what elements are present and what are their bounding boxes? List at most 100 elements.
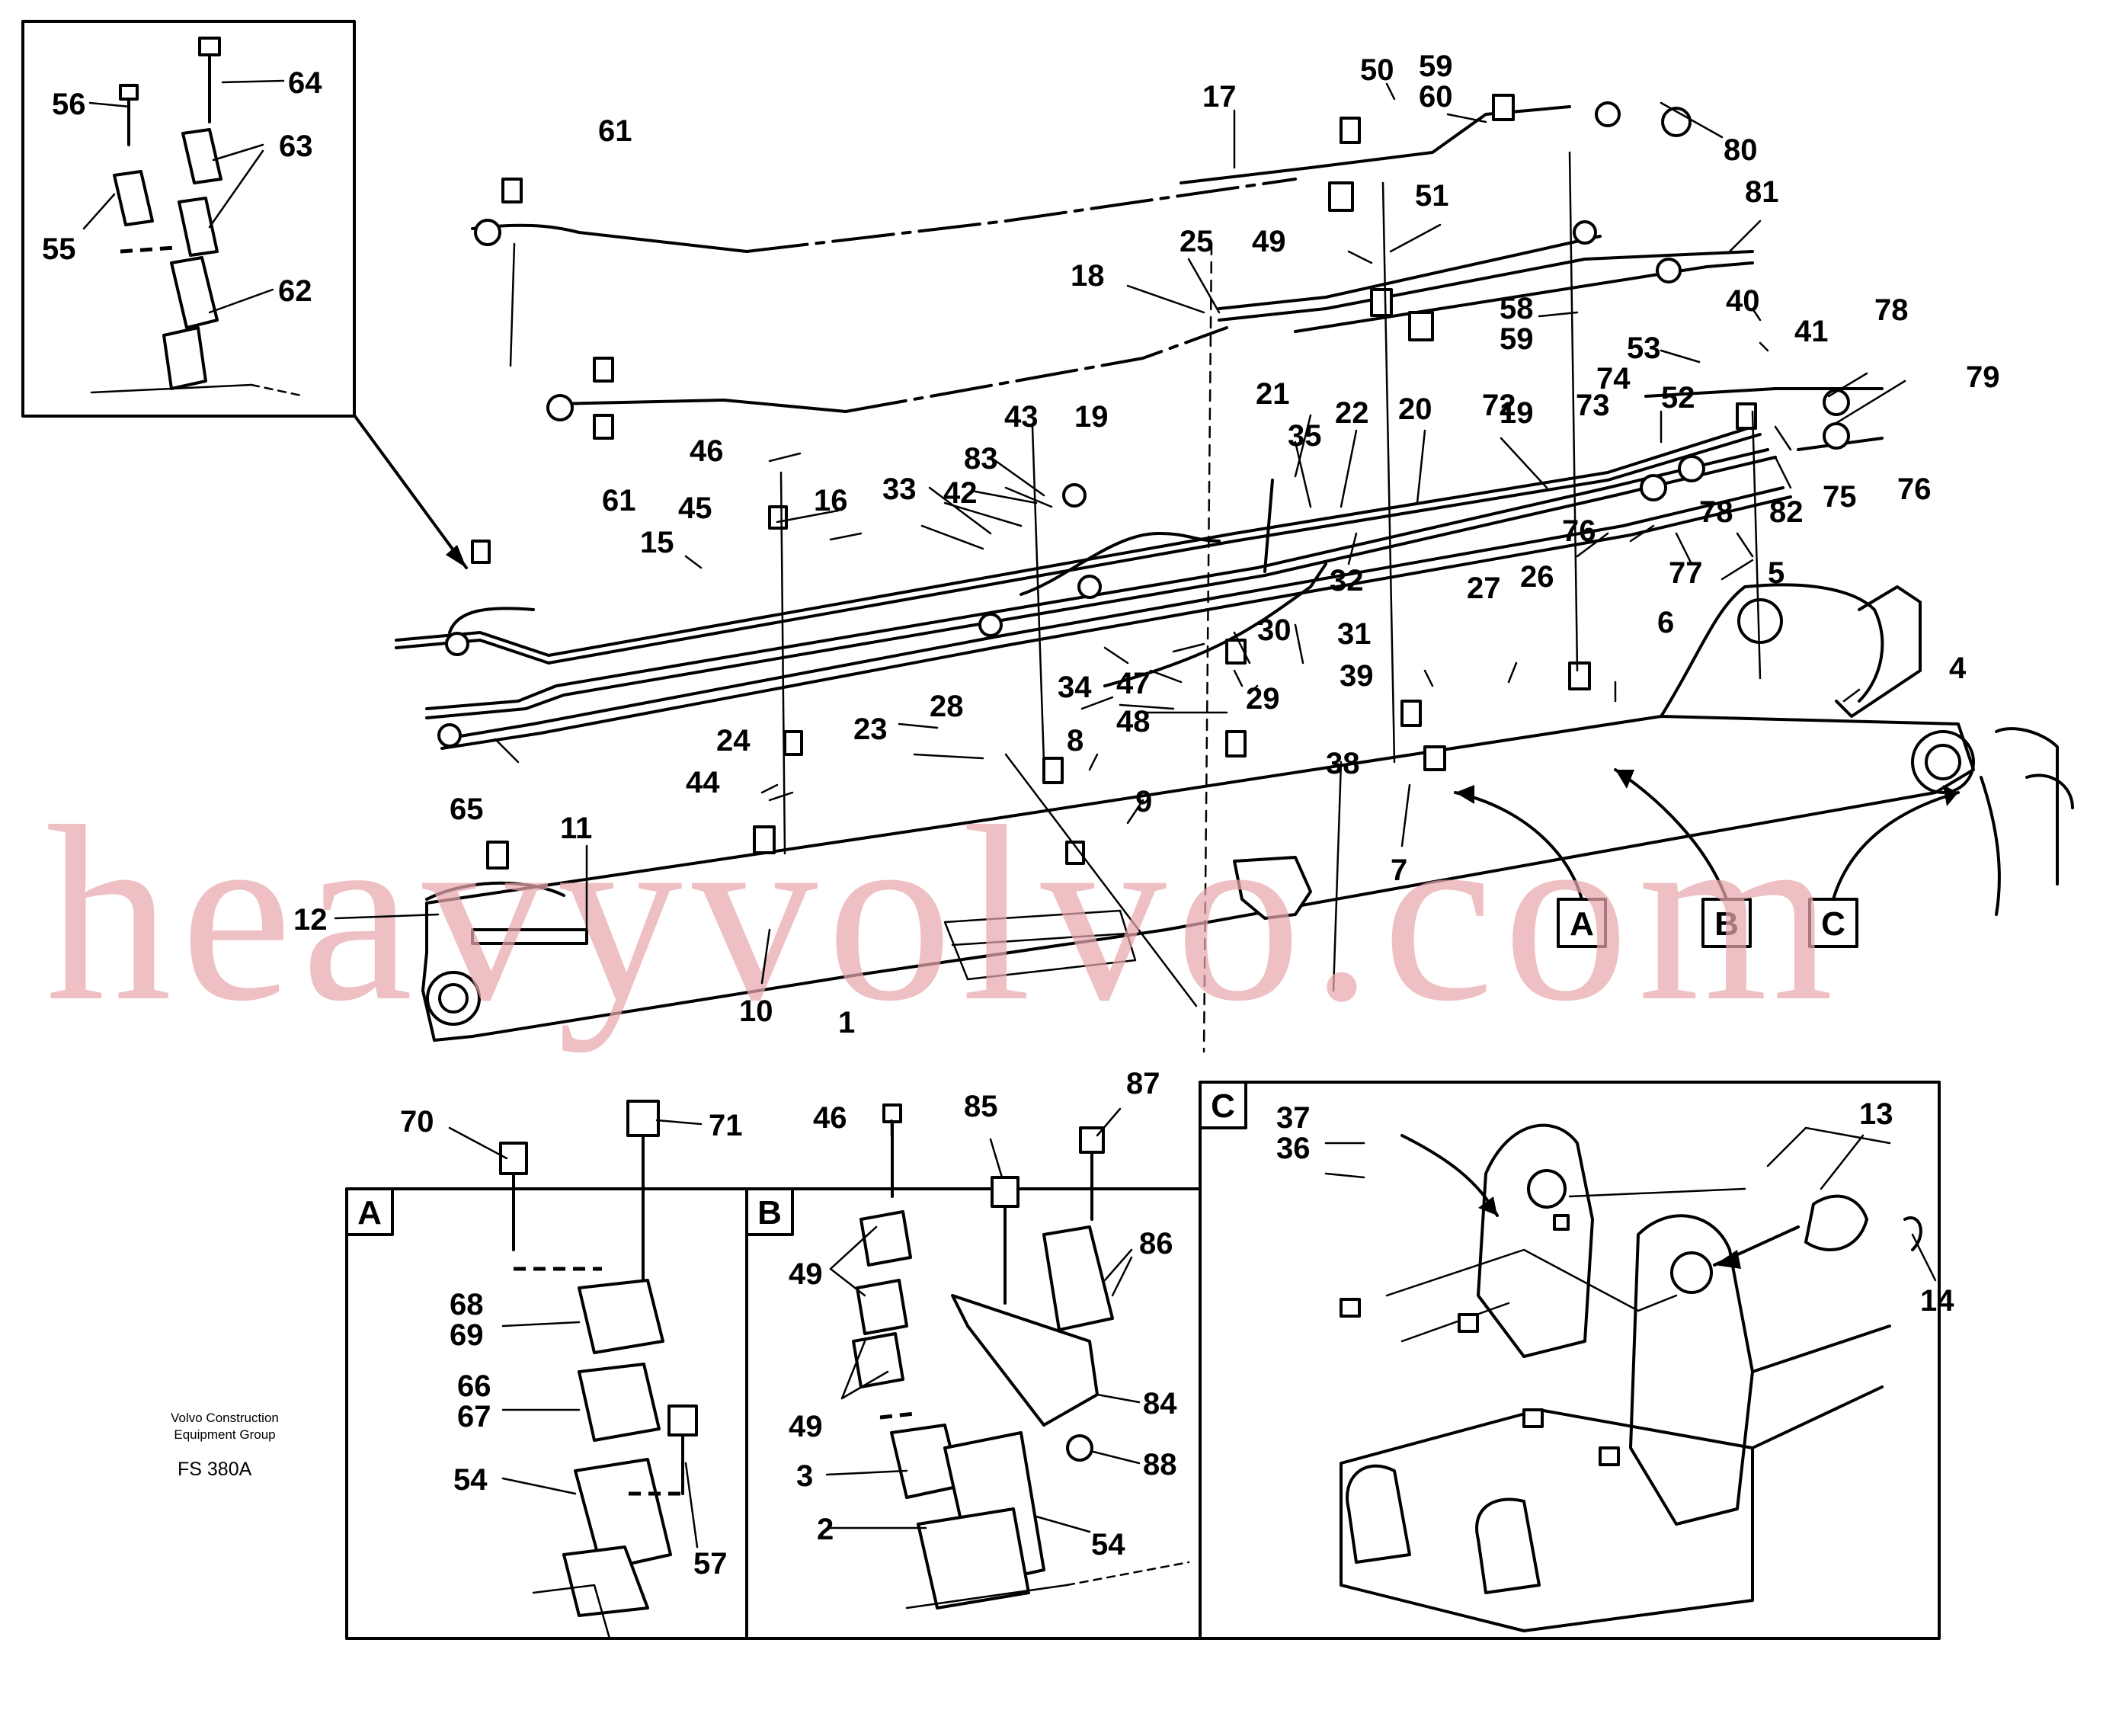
callout-8: 8 [1067, 724, 1084, 757]
detail-b-letter: B [757, 1194, 782, 1232]
callout-19-top: 19 [1074, 400, 1109, 434]
callout-68: 68 [450, 1288, 484, 1321]
callout-46-detail: 46 [813, 1101, 847, 1135]
callout-36: 36 [1276, 1132, 1311, 1165]
view-markers: A B C [1454, 768, 1960, 948]
callout-49-top: 49 [1252, 225, 1286, 258]
view-marker-b: B [1714, 905, 1739, 943]
callout-35: 35 [1288, 419, 1322, 453]
callout-50: 50 [1360, 53, 1394, 87]
callout-31: 31 [1337, 617, 1372, 651]
callout-45: 45 [678, 492, 712, 525]
callout-76-right: 76 [1897, 472, 1932, 506]
callout-23: 23 [853, 713, 888, 746]
callout-75: 75 [1823, 480, 1857, 514]
callout-19-right: 19 [1500, 396, 1534, 430]
callout-25: 25 [1180, 225, 1214, 258]
callout-63: 63 [279, 130, 313, 163]
callout-83: 83 [964, 442, 998, 476]
callout-82: 82 [1769, 495, 1804, 529]
callout-88: 88 [1143, 1448, 1177, 1481]
callout-20: 20 [1398, 392, 1432, 426]
callout-80: 80 [1724, 133, 1758, 167]
callout-64: 64 [288, 66, 322, 100]
inset-detail [21, 20, 468, 569]
callout-10: 10 [739, 995, 773, 1028]
callout-48: 48 [1116, 705, 1151, 738]
callout-49-detail-bottom: 49 [789, 1410, 823, 1443]
callout-15: 15 [640, 526, 674, 559]
callout-39: 39 [1340, 659, 1374, 693]
callout-76-left: 76 [1562, 514, 1596, 548]
callout-84: 84 [1143, 1387, 1177, 1421]
callout-67: 67 [457, 1400, 491, 1433]
callout-65: 65 [450, 793, 484, 826]
callout-27: 27 [1467, 572, 1501, 605]
callout-26: 26 [1520, 560, 1554, 594]
callout-2: 2 [817, 1513, 834, 1546]
callout-16: 16 [814, 484, 848, 517]
callout-6: 6 [1657, 606, 1674, 639]
callout-60: 60 [1419, 80, 1453, 114]
callout-24: 24 [716, 724, 751, 757]
callout-9: 9 [1135, 785, 1152, 818]
hydraulic-lines [395, 94, 1884, 1053]
callout-79: 79 [1966, 360, 2000, 394]
callout-18: 18 [1071, 259, 1105, 293]
detail-a: A [345, 1100, 748, 1640]
callout-54-a: 54 [453, 1463, 488, 1497]
callout-7: 7 [1391, 854, 1407, 887]
callout-56: 56 [52, 88, 86, 121]
callout-28: 28 [930, 690, 964, 723]
callout-43: 43 [1004, 400, 1039, 434]
callout-57: 57 [693, 1547, 728, 1581]
callout-52: 52 [1661, 381, 1695, 415]
callout-77: 77 [1669, 556, 1703, 590]
callout-74: 74 [1596, 362, 1631, 396]
callout-29: 29 [1246, 682, 1280, 716]
detail-c: C [1199, 1081, 1941, 1640]
callout-86: 86 [1139, 1227, 1173, 1260]
detail-a-letter: A [357, 1194, 382, 1232]
callout-41: 41 [1794, 315, 1829, 348]
callout-70: 70 [400, 1105, 434, 1139]
callout-34: 34 [1058, 671, 1092, 704]
callout-32: 32 [1330, 564, 1364, 597]
caption-org-line-1: Volvo Construction [171, 1411, 279, 1425]
callout-66: 66 [457, 1369, 491, 1403]
callout-5: 5 [1768, 556, 1785, 590]
detail-leaders [448, 1107, 1937, 1549]
caption-figure-id: FS 380A [178, 1459, 252, 1480]
callout-49-detail-top: 49 [789, 1257, 823, 1291]
callout-81: 81 [1745, 175, 1779, 209]
callout-30: 30 [1257, 613, 1292, 647]
callout-22: 22 [1335, 396, 1369, 430]
callout-54-b: 54 [1091, 1528, 1125, 1561]
callout-33: 33 [882, 472, 917, 506]
callout-51: 51 [1415, 179, 1449, 213]
view-marker-c: C [1821, 905, 1845, 943]
callout-44: 44 [686, 766, 720, 799]
callout-38: 38 [1326, 747, 1360, 780]
callout-4: 4 [1949, 652, 1967, 685]
callout-14: 14 [1920, 1284, 1954, 1318]
callout-78-mid: 78 [1699, 495, 1733, 529]
boom [421, 583, 2074, 1042]
callout-3: 3 [796, 1459, 813, 1493]
view-marker-a: A [1570, 905, 1594, 943]
callout-12: 12 [293, 903, 328, 937]
detail-b: B [745, 1103, 1202, 1640]
callout-61-mid: 61 [602, 484, 636, 517]
callout-72: 72 [1482, 389, 1516, 422]
callout-21: 21 [1256, 377, 1290, 411]
callout-13: 13 [1859, 1097, 1893, 1131]
callout-11: 11 [560, 812, 592, 845]
callout-78-top: 78 [1874, 293, 1909, 327]
callout-55: 55 [42, 232, 76, 266]
callout-46-top: 46 [690, 434, 724, 468]
callout-59-top: 59 [1419, 50, 1453, 83]
callout-40: 40 [1726, 284, 1760, 318]
callout-71: 71 [709, 1109, 743, 1142]
callout-87: 87 [1126, 1067, 1160, 1100]
callout-53: 53 [1627, 332, 1661, 365]
